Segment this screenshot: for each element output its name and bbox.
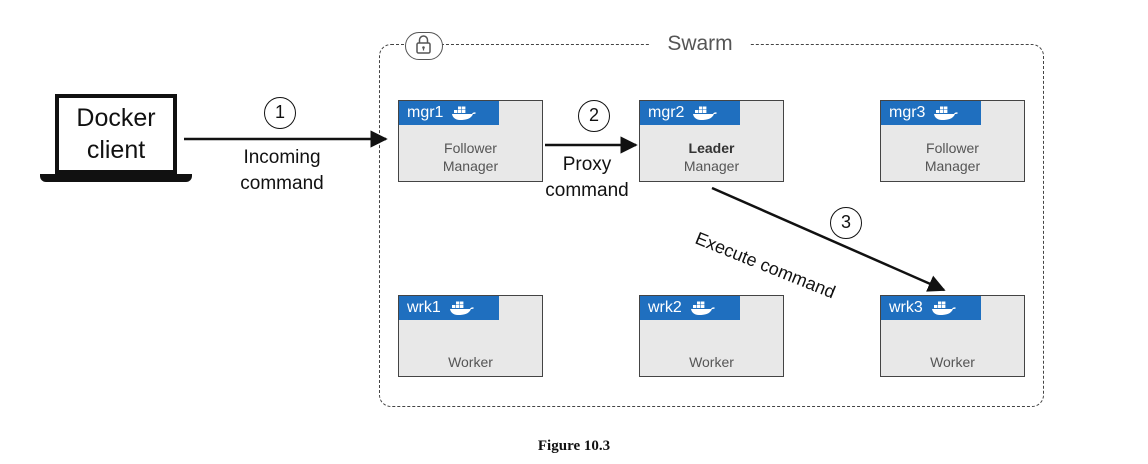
node-name: wrk2 (648, 299, 682, 316)
node-name: mgr2 (648, 104, 685, 121)
node-tab: wrk1 (399, 296, 499, 320)
node-mgr2: mgr2 Leader Manager (639, 100, 784, 182)
incoming-line-1: Incoming (243, 147, 321, 168)
docker-whale-icon (931, 301, 956, 315)
node-tab: mgr3 (881, 101, 981, 125)
node-wrk2: wrk2 Worker (639, 295, 784, 377)
proxy-command-label: Proxy command (532, 152, 642, 204)
client-line-1: Docker (76, 104, 156, 132)
leader-text: Leader (688, 140, 735, 156)
node-role: Worker (689, 354, 734, 370)
role-line-1: Follower (926, 140, 979, 156)
step-2-circle: 2 (578, 100, 610, 132)
incoming-line-2: command (240, 173, 324, 194)
laptop-icon (55, 94, 177, 174)
client-line-2: client (86, 136, 146, 164)
role-line-2: Manager (924, 158, 981, 174)
node-wrk3: wrk3 Worker (880, 295, 1025, 377)
role-line-2: Manager (442, 158, 499, 174)
figure-caption: Figure 10.3 (537, 438, 611, 454)
swarm-title: Swarm (650, 30, 750, 58)
step-3-circle: 3 (830, 207, 862, 239)
docker-whale-icon (934, 106, 959, 120)
node-role: Worker (930, 354, 975, 370)
node-name: mgr3 (889, 104, 926, 121)
node-name: wrk1 (407, 299, 441, 316)
laptop-base (40, 174, 192, 182)
proxy-line-1: Proxy (562, 154, 612, 175)
proxy-line-2: command (545, 180, 629, 201)
docker-client-label: Docker client (59, 98, 173, 170)
role-line-1: Follower (444, 140, 497, 156)
node-name: mgr1 (407, 104, 444, 121)
docker-whale-icon (449, 301, 474, 315)
node-wrk1: wrk1 Worker (398, 295, 543, 377)
role-line-1: Leader (640, 139, 783, 157)
role-line-2: Manager (683, 158, 740, 174)
node-name: wrk3 (889, 299, 923, 316)
lock-icon (405, 32, 443, 60)
node-tab: mgr2 (640, 101, 740, 125)
incoming-command-label: Incoming command (222, 145, 342, 197)
node-role: Follower Manager (399, 139, 542, 175)
docker-whale-icon (452, 106, 477, 120)
node-mgr1: mgr1 Follower Manager (398, 100, 543, 182)
node-mgr3: mgr3 Follower Manager (880, 100, 1025, 182)
step-1-circle: 1 (264, 97, 296, 129)
docker-whale-icon (690, 301, 715, 315)
node-role: Leader Manager (640, 139, 783, 175)
node-tab: wrk3 (881, 296, 981, 320)
node-tab: wrk2 (640, 296, 740, 320)
node-role: Worker (448, 354, 493, 370)
node-tab: mgr1 (399, 101, 499, 125)
docker-whale-icon (693, 106, 718, 120)
node-role: Follower Manager (881, 139, 1024, 175)
